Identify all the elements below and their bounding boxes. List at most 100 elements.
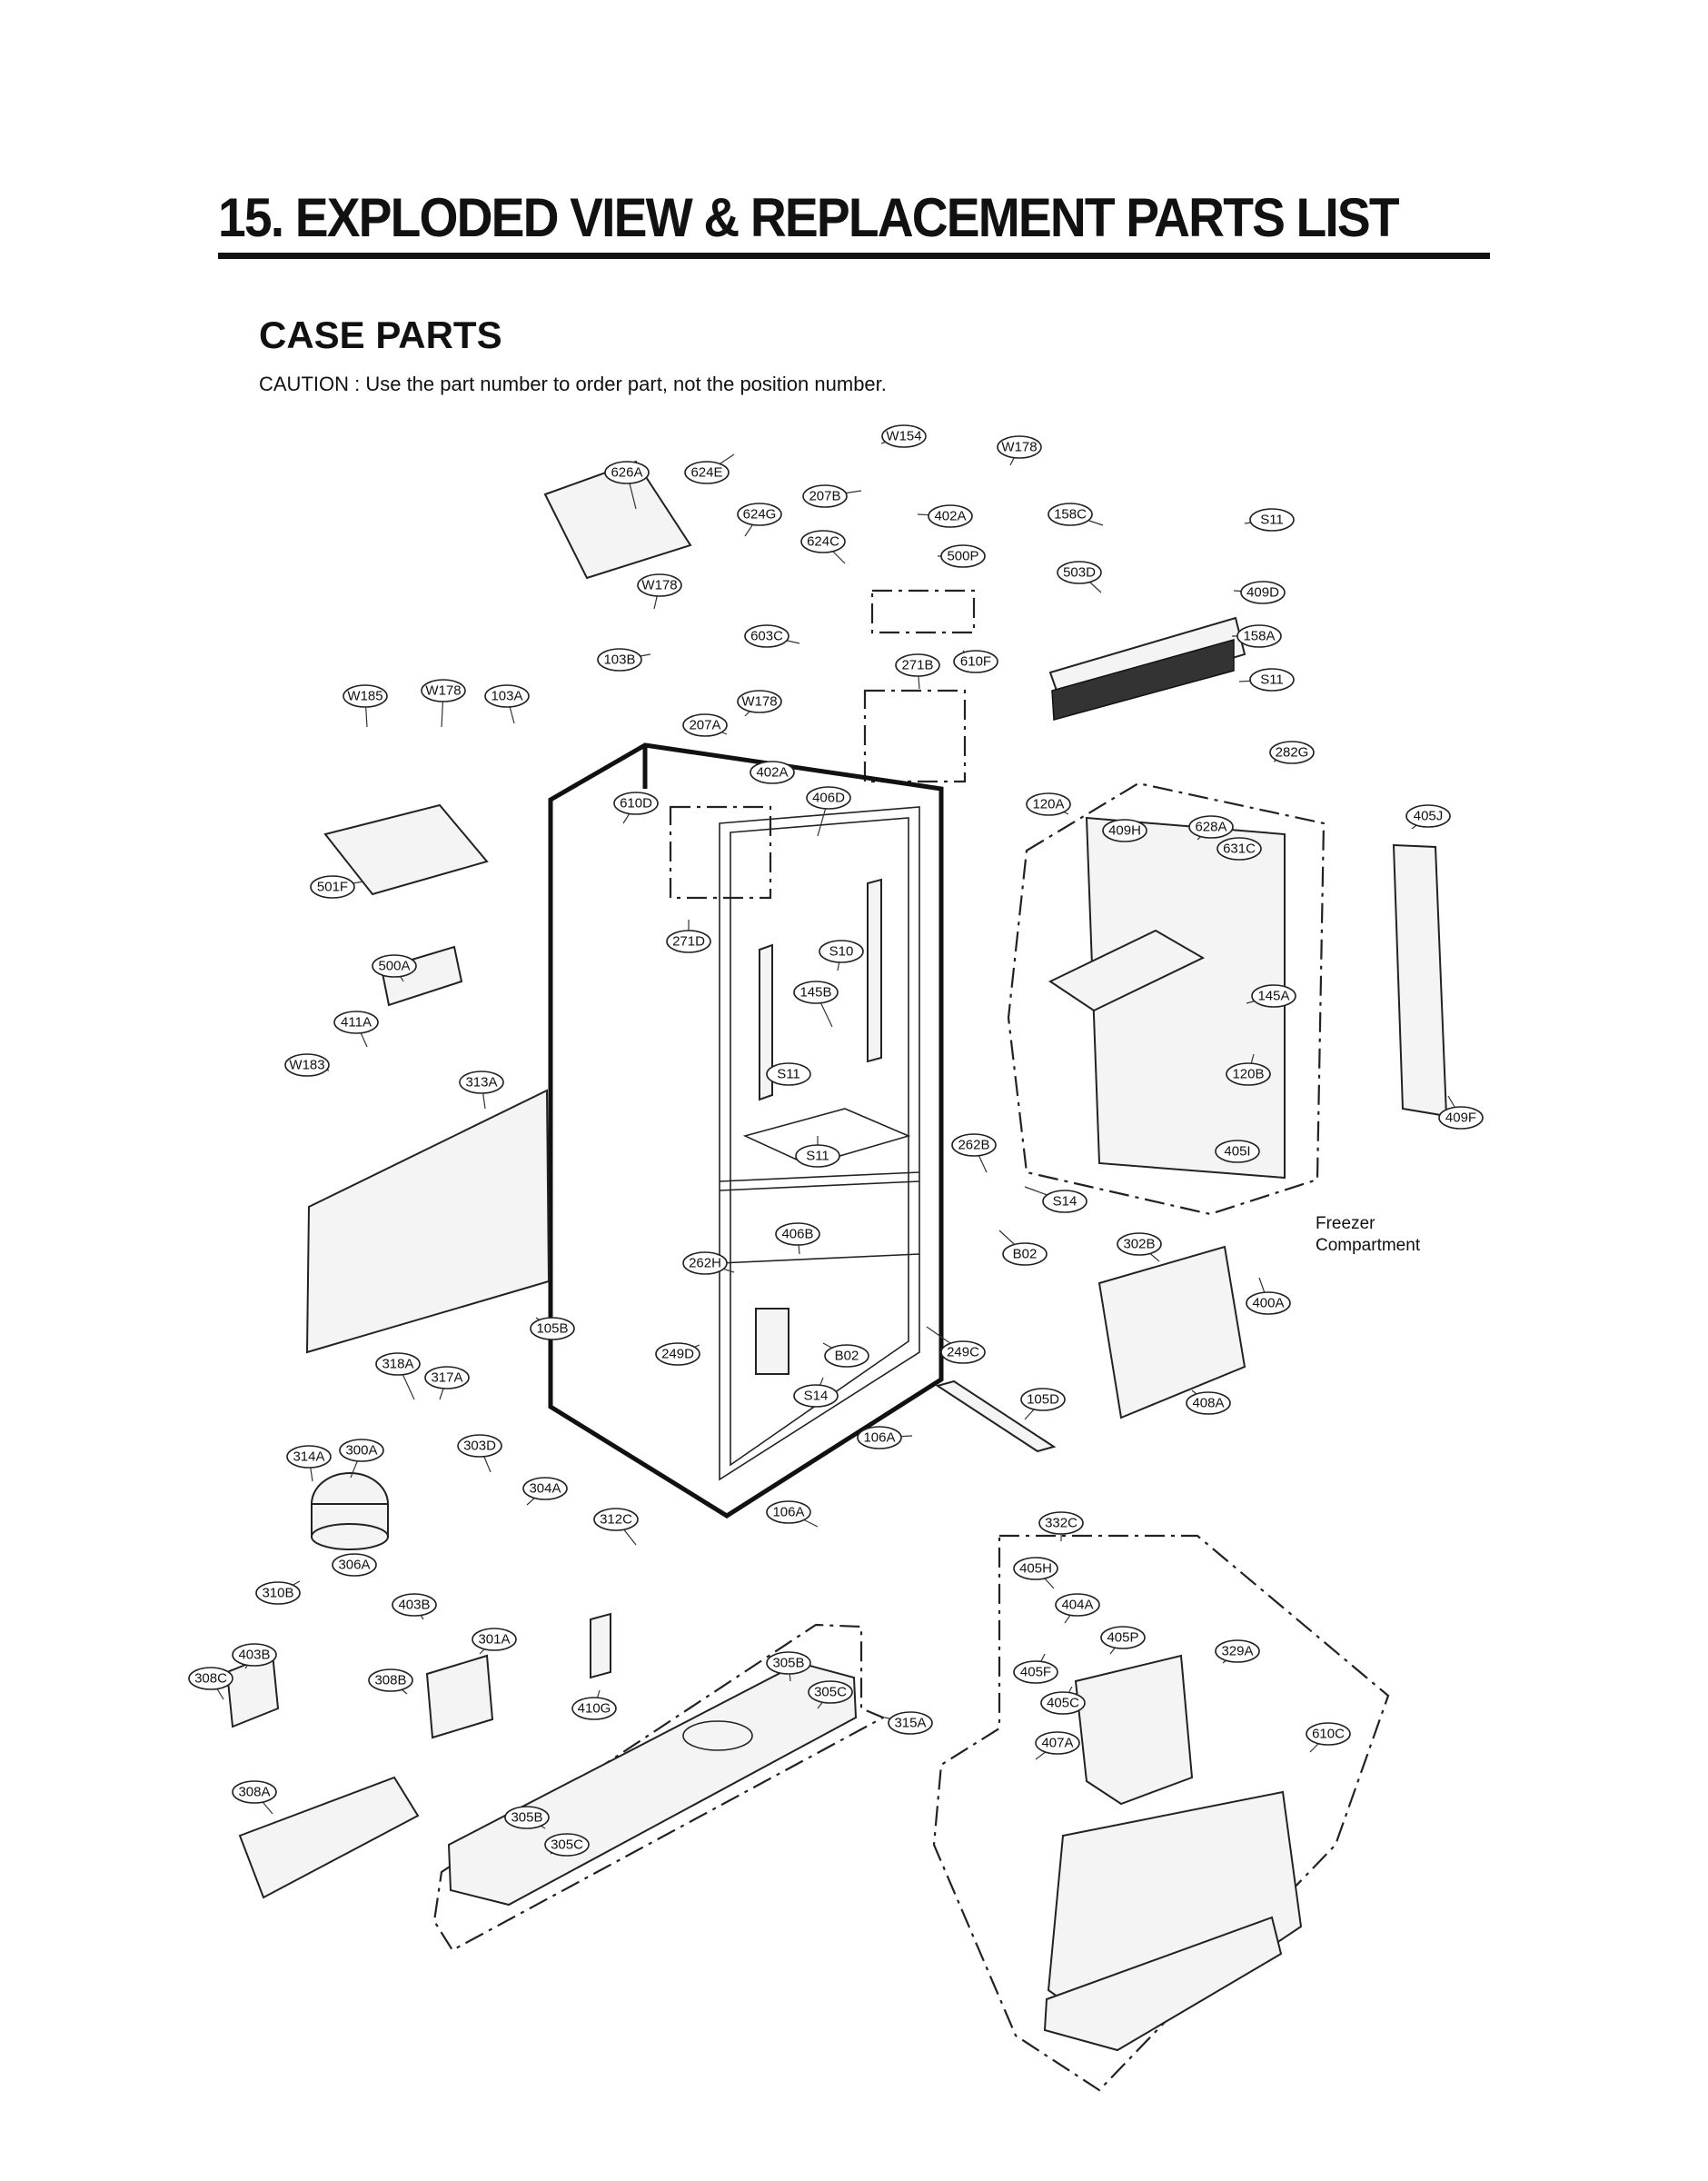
callout-oval xyxy=(1249,508,1295,532)
callout-oval xyxy=(484,684,530,708)
callout-oval xyxy=(421,679,466,702)
callout-label: 409F xyxy=(1445,1110,1476,1126)
capacitor xyxy=(590,1612,611,1679)
callout-oval xyxy=(522,1477,568,1500)
callout-oval xyxy=(1048,503,1093,526)
callout-332c: 332C xyxy=(1038,1511,1084,1541)
callout-oval xyxy=(682,1251,728,1275)
callout-oval xyxy=(824,1344,869,1368)
callout-500p: 500P xyxy=(938,544,986,568)
callout-oval xyxy=(997,435,1042,459)
callout-oval xyxy=(637,573,682,597)
callout-label: 315A xyxy=(894,1716,926,1731)
callout-label: 624G xyxy=(743,507,777,523)
callout-w178: W178 xyxy=(737,690,782,717)
callout-oval xyxy=(332,1553,377,1577)
callout-271b: 271B xyxy=(895,653,940,690)
callout-s10: S10 xyxy=(819,940,864,971)
callout-oval xyxy=(310,875,355,899)
callout-label: B02 xyxy=(835,1349,859,1364)
callout-300a: 300A xyxy=(339,1439,384,1479)
callout-label: W183 xyxy=(289,1058,324,1073)
callout-label: 406D xyxy=(812,791,845,806)
callout-label: W185 xyxy=(347,689,382,704)
callout-w178: W178 xyxy=(421,679,466,728)
harness-box xyxy=(870,589,976,634)
callout-label: 120A xyxy=(1032,797,1064,812)
callout-oval xyxy=(655,1342,700,1366)
callout-label: 405F xyxy=(1020,1665,1051,1680)
callout-oval xyxy=(392,1593,437,1617)
callout-oval xyxy=(343,684,388,708)
callout-306a: 306A xyxy=(332,1553,377,1577)
callout-label: 626A xyxy=(611,465,642,481)
callout-500a: 500A xyxy=(372,954,417,982)
callout-oval xyxy=(1013,1660,1058,1684)
callout-oval xyxy=(795,1144,840,1168)
callout-label: 105B xyxy=(536,1321,568,1337)
callout-s11: S11 xyxy=(1244,508,1295,532)
callout-label: 145B xyxy=(799,985,831,1001)
callout-610d: 610D xyxy=(613,792,659,824)
callout-403b: 403B xyxy=(392,1593,437,1620)
callout-301a: 301A xyxy=(472,1628,517,1655)
callout-120a: 120A xyxy=(1026,792,1071,816)
callout-610c: 610C xyxy=(1306,1722,1351,1753)
cover-fan xyxy=(1048,929,1206,1012)
callout-145b: 145B xyxy=(793,981,839,1028)
callout-282g: 282G xyxy=(1269,741,1315,764)
callout-label: 411A xyxy=(341,1015,372,1031)
callout-409h: 409H xyxy=(1102,819,1147,842)
filter-frame xyxy=(1392,843,1448,1118)
base-plate xyxy=(447,1661,858,1907)
callout-oval xyxy=(1055,1593,1100,1617)
callout-271d: 271D xyxy=(666,920,711,953)
callout-w154: W154 xyxy=(880,424,927,448)
callout-405c: 405C xyxy=(1040,1686,1086,1715)
callout-262h: 262H xyxy=(682,1251,735,1275)
callout-oval xyxy=(1026,792,1071,816)
callout-label: 145A xyxy=(1257,989,1289,1004)
callout-oval xyxy=(232,1780,277,1804)
callout-label: 403B xyxy=(398,1598,430,1613)
callout-103a: 103A xyxy=(484,684,530,724)
callout-w178: W178 xyxy=(637,573,682,610)
callout-s11: S11 xyxy=(766,1062,811,1086)
callout-603c: 603C xyxy=(744,624,800,648)
callout-318a: 318A xyxy=(375,1352,421,1400)
callout-s11: S11 xyxy=(795,1136,840,1168)
callout-628a: 628A xyxy=(1188,815,1234,841)
callout-oval xyxy=(744,624,789,648)
callout-411a: 411A xyxy=(333,1011,379,1048)
filter-mesh xyxy=(1051,639,1235,721)
hinge-box-lower xyxy=(669,805,772,900)
callout-oval xyxy=(800,530,846,553)
page-title: 15. EXPLODED VIEW & REPLACEMENT PARTS LI… xyxy=(218,187,1400,248)
callout-501f: 501F xyxy=(310,875,364,899)
callout-oval xyxy=(806,786,851,810)
callout-262b: 262B xyxy=(951,1133,997,1173)
callout-oval xyxy=(808,1680,853,1704)
callout-label: 249C xyxy=(947,1345,979,1360)
callout-label: 158C xyxy=(1054,507,1087,523)
callout-oval xyxy=(928,504,973,528)
callout-oval xyxy=(895,653,940,677)
callout-405p: 405P xyxy=(1100,1626,1146,1655)
callout-409d: 409D xyxy=(1233,581,1286,604)
callout-label: 305B xyxy=(511,1810,542,1826)
callout-oval xyxy=(1188,815,1234,839)
callout-label: S14 xyxy=(804,1389,829,1404)
callout-label: B02 xyxy=(1013,1247,1038,1262)
callout-158a: 158A xyxy=(1232,624,1282,648)
callout-207a: 207A xyxy=(682,713,728,737)
callout-label: 628A xyxy=(1195,820,1226,835)
callout-oval xyxy=(457,1434,502,1458)
assembly-boundaries xyxy=(432,589,1390,2092)
callout-label: 624E xyxy=(690,465,722,481)
callout-label: 402A xyxy=(756,765,788,781)
title-underline xyxy=(218,253,1490,259)
callout-label: 105D xyxy=(1027,1392,1059,1408)
callout-oval xyxy=(666,930,711,953)
callout-label: 501F xyxy=(317,880,348,895)
